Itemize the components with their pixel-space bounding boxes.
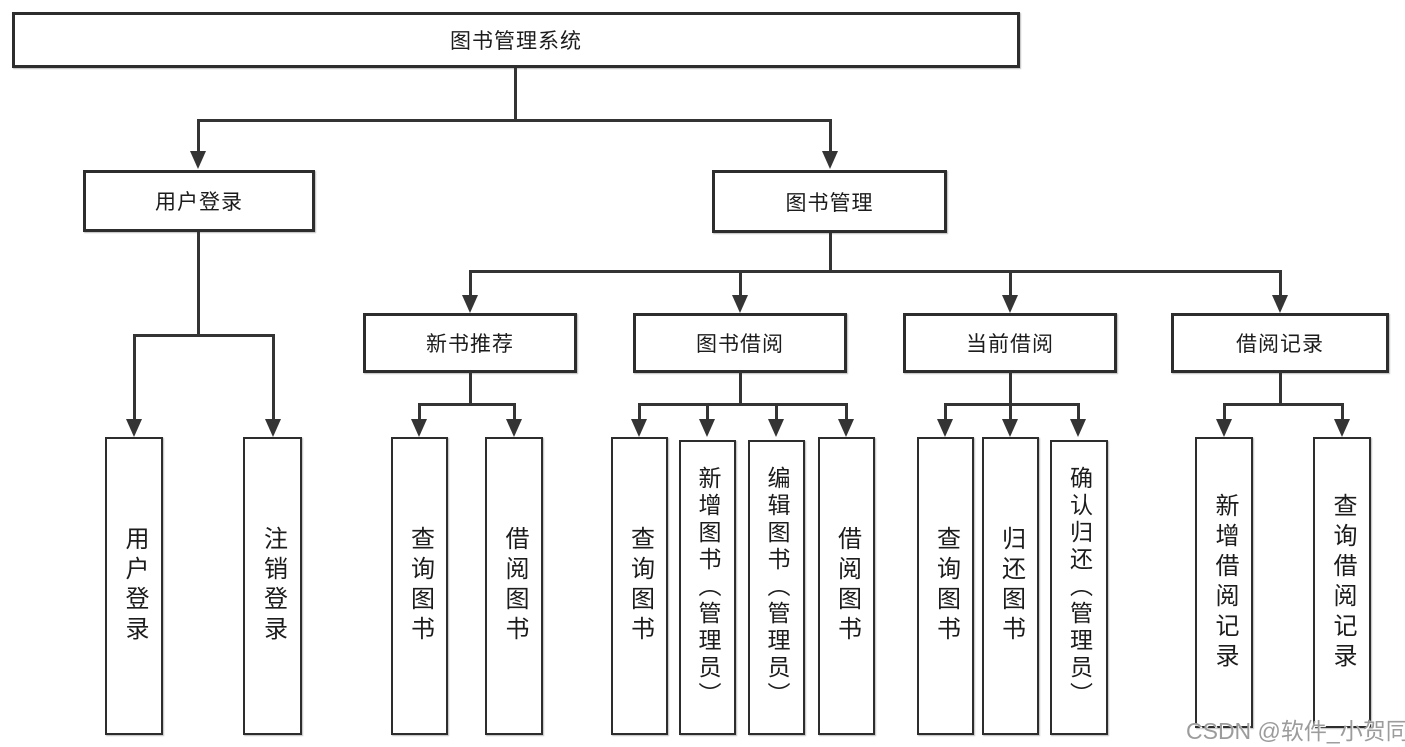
arrow-down-icon [1002,419,1018,437]
connector-line [133,334,274,337]
connector-line [197,119,200,153]
connector-line [1223,403,1343,406]
arrow-down-icon [768,419,784,437]
connector-line [1223,403,1226,420]
connector-line [469,270,1281,273]
leaf-borrowing-query-label: 查询图书 [626,526,653,646]
leaf-current-return-label: 归还图书 [997,526,1024,646]
arrow-down-icon [631,419,647,437]
node-book-mgmt: 图书管理 [712,170,947,233]
leaf-user-login: 用户登录 [105,437,163,735]
connector-line [944,403,947,420]
arrow-down-icon [411,419,427,437]
leaf-user-login-label: 用户登录 [121,526,147,646]
leaf-newbooks-query-label: 查询图书 [406,526,433,646]
node-root: 图书管理系统 [12,12,1020,68]
node-new-books: 新书推荐 [363,313,577,373]
connector-line [829,233,832,273]
node-root-label: 图书管理系统 [450,29,582,53]
arrow-down-icon [838,419,854,437]
connector-line [775,403,778,420]
connector-line [1279,270,1282,296]
arrow-down-icon [1216,419,1232,437]
arrow-down-icon [1070,419,1086,437]
connector-line [1009,372,1012,406]
arrow-down-icon [126,419,142,437]
leaf-borrowing-borrow-label: 借阅图书 [833,526,860,646]
connector-line [638,403,847,406]
leaf-newbooks-borrow: 借阅图书 [485,437,543,735]
connector-line [272,334,275,419]
leaf-records-add-label: 新增借阅记录 [1211,492,1237,673]
leaf-current-confirm-label: 确认归还（管理员） [1066,466,1092,709]
csdn-watermark: CSDN @软件_小贺同学 [1186,718,1405,744]
arrow-down-icon [732,295,748,313]
connector-line [1341,403,1344,420]
leaf-newbooks-query: 查询图书 [391,437,448,735]
arrow-down-icon [822,151,838,169]
node-new-books-label: 新书推荐 [426,332,514,356]
connector-line [197,232,200,336]
arrow-down-icon [1002,295,1018,313]
arrow-down-icon [462,295,478,313]
leaf-records-query-label: 查询借阅记录 [1329,492,1355,673]
node-current-borrow: 当前借阅 [903,313,1117,373]
connector-line [1279,372,1282,406]
leaf-borrowing-query: 查询图书 [611,437,668,735]
connector-line [197,119,832,122]
connector-line [1009,403,1012,420]
node-book-mgmt-label: 图书管理 [785,190,874,215]
connector-line [829,119,832,153]
node-user-login-label: 用户登录 [155,190,243,214]
leaf-records-add: 新增借阅记录 [1195,437,1253,728]
connector-line [1009,270,1012,296]
leaf-borrowing-add-label: 新增图书（管理员） [695,466,720,709]
node-user-login: 用户登录 [83,170,315,232]
connector-line [739,270,742,296]
leaf-records-query: 查询借阅记录 [1313,437,1371,728]
connector-line [514,68,517,120]
arrow-down-icon [190,151,206,169]
arrow-down-icon [1272,295,1288,313]
leaf-borrowing-borrow: 借阅图书 [818,437,875,735]
arrow-down-icon [699,419,715,437]
leaf-borrowing-add: 新增图书（管理员） [679,440,736,735]
connector-line [1077,403,1080,420]
connector-line [944,403,1080,406]
leaf-current-query-label: 查询图书 [932,526,959,646]
leaf-logout-label: 注销登录 [259,526,286,646]
leaf-logout: 注销登录 [243,437,302,735]
connector-line [418,403,516,406]
connector-line [513,403,516,420]
node-book-borrow: 图书借阅 [633,313,847,373]
leaf-current-confirm: 确认归还（管理员） [1050,440,1108,735]
arrow-down-icon [937,419,953,437]
leaf-current-return: 归还图书 [982,437,1039,735]
arrow-down-icon [1334,419,1350,437]
connector-line [706,403,709,420]
node-borrow-records-label: 借阅记录 [1236,332,1324,356]
node-borrow-records: 借阅记录 [1171,313,1389,373]
connector-line [739,372,742,406]
connector-line [469,270,472,296]
leaf-current-query: 查询图书 [917,437,974,735]
connector-line [418,403,421,420]
leaf-borrowing-edit: 编辑图书（管理员） [748,440,805,735]
node-book-borrow-label: 图书借阅 [696,332,784,356]
connector-line [638,403,641,420]
leaf-newbooks-borrow-label: 借阅图书 [501,526,527,646]
arrow-down-icon [265,419,281,437]
leaf-borrowing-edit-label: 编辑图书（管理员） [764,466,789,709]
connector-line [133,334,136,419]
arrow-down-icon [506,419,522,437]
connector-line [469,372,472,406]
node-current-borrow-label: 当前借阅 [966,332,1054,356]
connector-line [845,403,848,420]
